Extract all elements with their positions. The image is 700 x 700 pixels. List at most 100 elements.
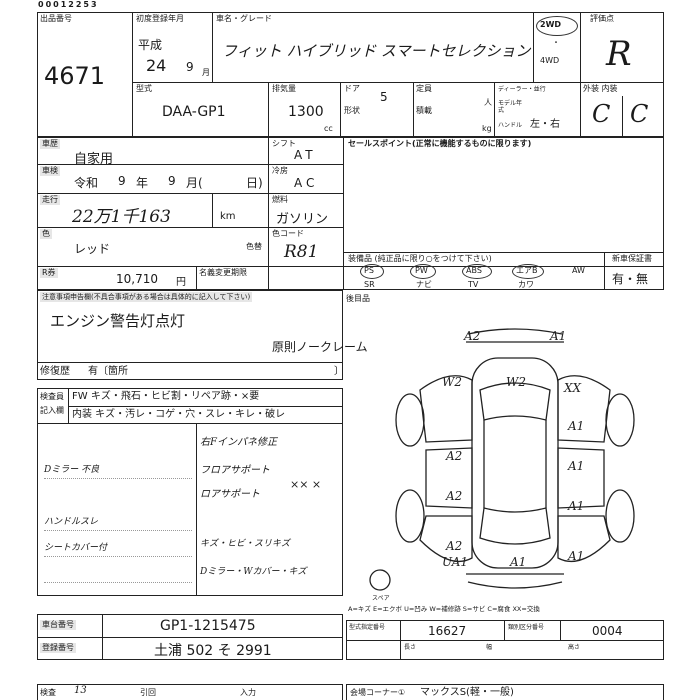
bottom-input-label: 入力 (240, 688, 256, 697)
inspection-year: 9 (118, 174, 126, 188)
equip-pw: PW (415, 266, 428, 275)
inspector-note-r5: Dミラー・Wカバー・キズ (200, 567, 307, 577)
rear-seat-label: 後目品 (346, 294, 370, 303)
mark-13: A1 (567, 549, 584, 563)
capacity-label: 定員 (416, 84, 432, 93)
inspector-label1: 検査員 (40, 392, 64, 401)
inspector-label2: 記入欄 (40, 406, 64, 415)
mark-5: A1 (567, 419, 584, 433)
mark-11: UA1 (442, 555, 468, 569)
bottom-left-block (37, 684, 343, 700)
displacement-unit: cc (324, 124, 333, 133)
model-name-value: フィット ハイブリッド スマートセレクション (222, 42, 531, 60)
bottom-venue-label: 会場コーナー① (350, 688, 406, 697)
shift-label: シフト (272, 139, 296, 148)
mileage-unit: km (220, 211, 236, 222)
mark-6: A2 (445, 449, 462, 463)
doors-value: 5 (380, 90, 388, 104)
inspector-note-r2: フロアサポート (200, 465, 270, 476)
damage-legend: A=キズ E=エクボ U=凹み W=補修跡 S=サビ C=腐食 XX=交換 (348, 605, 540, 613)
mark-3: W2 (506, 375, 526, 389)
mark-10: A2 (445, 539, 462, 553)
recycle-value: 10,710 (116, 272, 158, 286)
notes-line1: エンジン警告灯点灯 (50, 312, 186, 330)
drive-4wd: 4WD (540, 56, 560, 65)
grade-value: R (606, 34, 632, 74)
model-name-label: 車名・グレード (216, 14, 272, 23)
plate-value: 土浦 502 そ 2991 (154, 643, 272, 659)
fuel-value: ガソリン (276, 212, 329, 227)
handle-value: 左・右 (530, 119, 560, 130)
spare-label: スペア (372, 595, 390, 602)
repair-label: 修復歴 (40, 366, 70, 377)
bottom-right-block (346, 684, 664, 700)
bottom-route-label: 引回 (140, 688, 156, 697)
inspection-day-unit: 日) (246, 176, 263, 190)
inspector-note-r1: 右Fインパネ修正 (200, 437, 277, 448)
drive-dot: ・ (552, 38, 560, 47)
capacity-unit: 人 (484, 98, 492, 107)
color-change-label: 色替 (246, 242, 262, 251)
ac-label: 冷房 (272, 166, 288, 175)
grade-label: 評価点 (590, 14, 614, 23)
equip-tv: TV (468, 280, 479, 289)
load-label: 積載 (416, 106, 432, 115)
inspection-month-unit: 月( (186, 176, 203, 190)
equip-abs: ABS (466, 266, 482, 275)
inspector-note-r3-mark: ×× × (290, 478, 322, 491)
inspection-month: 9 (168, 174, 176, 188)
dim-width: 幅 (486, 644, 493, 651)
mark-1: A1 (549, 329, 566, 343)
equip-ps: PS (364, 266, 374, 275)
ac-value: AC (294, 176, 319, 190)
chassis-label: 車台番号 (40, 620, 76, 630)
notes-label: 注意事項申告欄(不具合事項がある場合は具体的に記入して下さい) (40, 292, 253, 302)
name-change-label: 名義変更期限 (199, 268, 247, 277)
notes-block (37, 290, 343, 380)
chassis-value: GP1-1215475 (160, 618, 256, 634)
warranty-label: 新車保証書 (612, 254, 652, 263)
mark-0: A2 (463, 329, 480, 343)
warranty-value: 有・無 (612, 272, 649, 286)
displacement-label: 排気量 (272, 84, 296, 93)
car-damage-diagram: A2 A1 W2 W2 XX A1 A2 A1 A2 A1 A2 UA1 A1 … (369, 328, 635, 602)
equip-leather: カワ (518, 280, 534, 289)
equip-aw: AW (572, 266, 585, 275)
equipment-label: 装備品 (純正品に限り○をつけて下さい) (348, 254, 492, 263)
first-registration-era: 平成 (138, 38, 163, 52)
plate-label: 登録番号 (40, 643, 76, 653)
mark-9: A1 (567, 499, 584, 513)
recycle-label: R券 (40, 268, 58, 278)
inspector-row1: FW キズ・飛石・ヒビ割・リペア跡・×要 (72, 391, 260, 402)
model-category-label: 型式指定番号 (349, 624, 386, 631)
equip-airbag: エアB (516, 266, 538, 275)
load-unit: kg (482, 124, 492, 133)
bottom-inspect-label: 検査 (40, 688, 56, 697)
repair-close: 〕 (334, 366, 344, 377)
model-category-value: 16627 (428, 624, 467, 638)
inspector-note-l1: Dミラー 不良 (44, 465, 100, 475)
inspector-notes-area (37, 424, 343, 596)
body-type-label: 形状 (344, 106, 360, 115)
inspector-note-l3: シートカバー付 (44, 543, 108, 553)
equip-navi: ナビ (416, 280, 432, 289)
mileage-label: 走行 (40, 195, 60, 205)
listing-number: 4671 (44, 62, 106, 90)
recycle-unit: 円 (176, 277, 186, 288)
displacement-value: 1300 (288, 104, 324, 120)
dealer-label: ディーラー・並行 (498, 86, 546, 93)
inspection-era: 令和 (74, 176, 99, 190)
sales-points-label: セールスポイント(正常に機能するものに限ります) (348, 139, 532, 148)
bottom-venue-value: マックスS(軽・一般) (420, 687, 514, 698)
header-block (37, 12, 664, 137)
exterior-grade: C (592, 100, 611, 128)
mark-8: A2 (445, 489, 462, 503)
inspector-row2: 内装 キズ・汚レ・コゲ・穴・スレ・キレ・破レ (72, 409, 286, 420)
model-code-value: DAA-GP1 (162, 104, 226, 120)
interior-grade: C (630, 100, 649, 128)
exterior-interior-label: 外装 内装 (583, 84, 618, 93)
listing-label: 出品番号 (40, 14, 72, 23)
model-code-label: 型式 (136, 84, 152, 93)
color-code-value: R81 (284, 242, 319, 262)
color-code-label: 色コード (272, 229, 304, 238)
